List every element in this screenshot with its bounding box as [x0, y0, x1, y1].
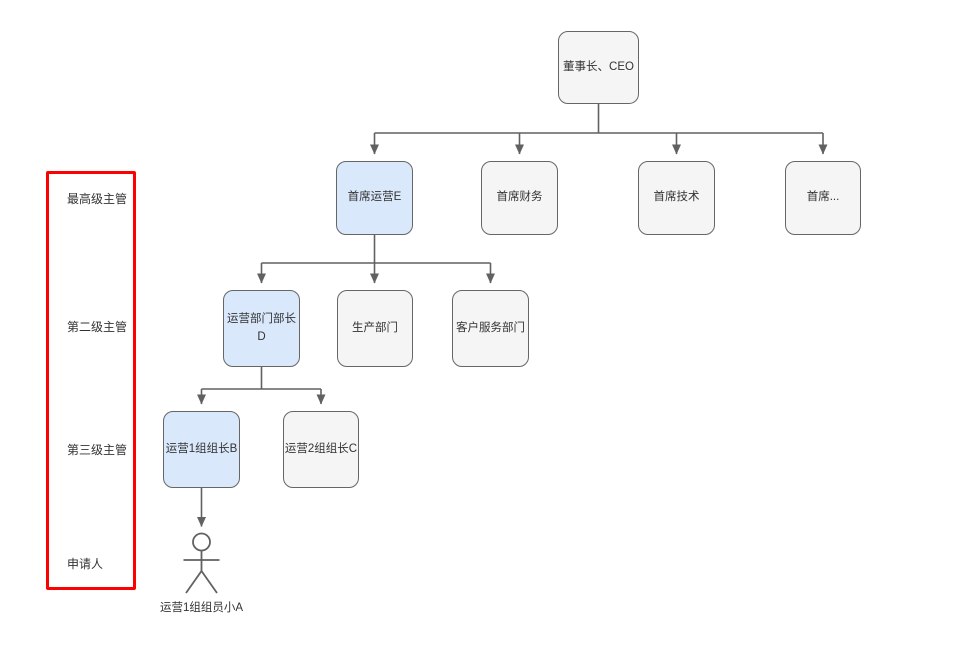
- org-node-production-dept[interactable]: 生产部门: [337, 290, 413, 367]
- org-node-ops-team1-leader[interactable]: 运营1组组长B: [163, 411, 240, 488]
- lane-label-top-manager: 最高级主管: [67, 192, 128, 206]
- applicant-name-label: 运营1组组员小A: [159, 602, 244, 614]
- lane-label-second-manager: 第二级主管: [67, 320, 128, 334]
- org-node-cto[interactable]: 首席技术: [638, 161, 715, 235]
- lane-label-third-manager: 第三级主管: [67, 443, 128, 457]
- org-node-cfo[interactable]: 首席财务: [481, 161, 558, 235]
- lane-label-applicant: 申请人: [67, 557, 104, 571]
- approval-levels-frame: [46, 171, 136, 590]
- org-node-ceo[interactable]: 董事长、CEO: [558, 31, 639, 104]
- org-node-coo[interactable]: 首席运营E: [336, 161, 413, 235]
- org-node-ops-dept-head[interactable]: 运营部门部长D: [223, 290, 300, 367]
- connectors-level1: [370, 104, 828, 155]
- org-node-customer-service-dept[interactable]: 客户服务部门: [452, 290, 529, 367]
- connectors-level2: [257, 235, 495, 284]
- org-node-ops-team2-leader[interactable]: 运营2组组长C: [283, 411, 359, 488]
- connectors-level3: [197, 367, 326, 405]
- person-icon[interactable]: [183, 532, 220, 594]
- org-node-chief-other[interactable]: 首席...: [785, 161, 861, 235]
